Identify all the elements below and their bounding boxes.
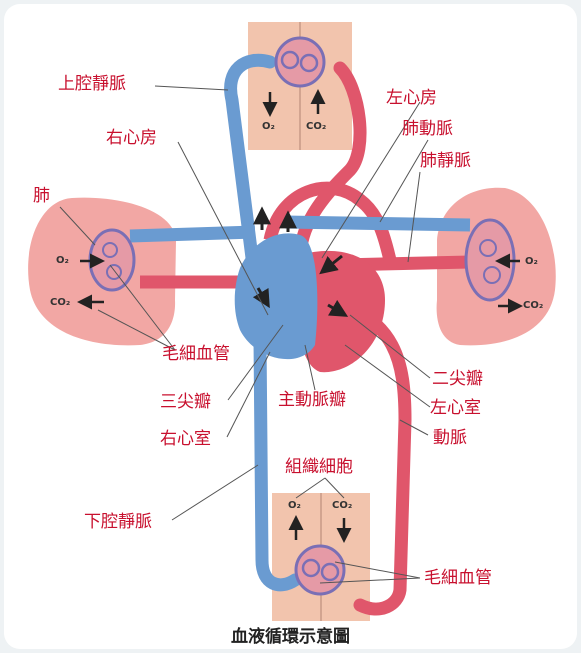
label-left-atrium: 左心房	[386, 88, 437, 108]
pulmonary-artery-left	[130, 232, 255, 236]
label-superior-vena-cava: 上腔靜脈	[58, 74, 126, 94]
label-lung: 肺	[33, 186, 50, 206]
label-artery: 動脈	[433, 428, 467, 448]
label-tricuspid-valve: 三尖瓣	[160, 392, 211, 412]
label-capillaries-tissue: 毛細血管	[424, 568, 492, 588]
capillary-top	[276, 38, 324, 86]
gas-o2-right: O₂	[525, 256, 538, 268]
gas-co2-right: CO₂	[523, 300, 543, 312]
label-pulmonary-artery: 肺動脈	[402, 119, 453, 139]
gas-o2-top: O₂	[262, 121, 275, 133]
label-pulmonary-vein: 肺靜脈	[420, 151, 471, 171]
label-left-ventricle: 左心室	[430, 398, 481, 418]
label-capillaries-lung: 毛細血管	[162, 344, 230, 364]
label-right-atrium: 右心房	[106, 128, 157, 148]
diagram-caption: 血液循環示意圖	[0, 622, 581, 647]
label-bicuspid-valve: 二尖瓣	[432, 369, 483, 389]
gas-co2-left: CO₂	[50, 297, 70, 309]
gas-co2-top: CO₂	[306, 121, 326, 133]
label-aortic-valve: 主動脈瓣	[278, 390, 346, 410]
gas-o2-left: O₂	[56, 255, 69, 267]
label-right-ventricle: 右心室	[160, 429, 211, 449]
gas-o2-bottom: O₂	[288, 500, 301, 512]
label-inferior-vena-cava: 下腔靜脈	[84, 512, 152, 532]
capillary-bottom	[296, 546, 344, 594]
gas-co2-bottom: CO₂	[332, 500, 352, 512]
label-tissue-cells: 組織細胞	[285, 457, 353, 477]
pulmonary-artery-right	[285, 222, 470, 225]
